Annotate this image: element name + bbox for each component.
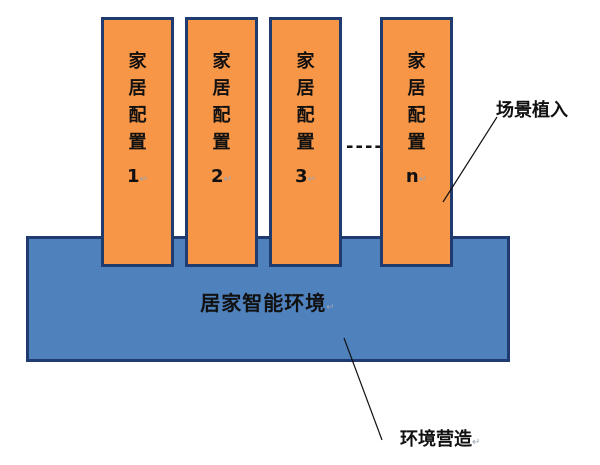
config-column-n: 家居配置 n↵: [380, 17, 453, 267]
config-column-1: 家居配置 1↵: [101, 17, 174, 267]
config-column-text: 家居配置: [296, 51, 315, 153]
config-column-2: 家居配置 2↵: [185, 17, 258, 267]
environment-callout-line: [343, 337, 383, 441]
platform-label: 居家智能环境↵: [200, 291, 336, 315]
config-column-text: 家居配置: [128, 51, 147, 153]
config-column-number: n↵: [405, 166, 428, 187]
config-column-number: 1↵: [127, 166, 148, 187]
scene-callout-label: 场景植入: [496, 100, 568, 121]
config-column-number: 2↵: [211, 166, 232, 187]
config-column-text: 家居配置: [407, 51, 426, 153]
config-column-3: 家居配置 3↵: [269, 17, 342, 267]
scene-callout-line: [442, 116, 498, 203]
ellipsis-dashes: ----: [346, 136, 384, 157]
environment-callout-label: 环境营造↵: [400, 429, 481, 450]
config-column-number: 3↵: [295, 166, 316, 187]
config-column-text: 家居配置: [212, 51, 231, 153]
